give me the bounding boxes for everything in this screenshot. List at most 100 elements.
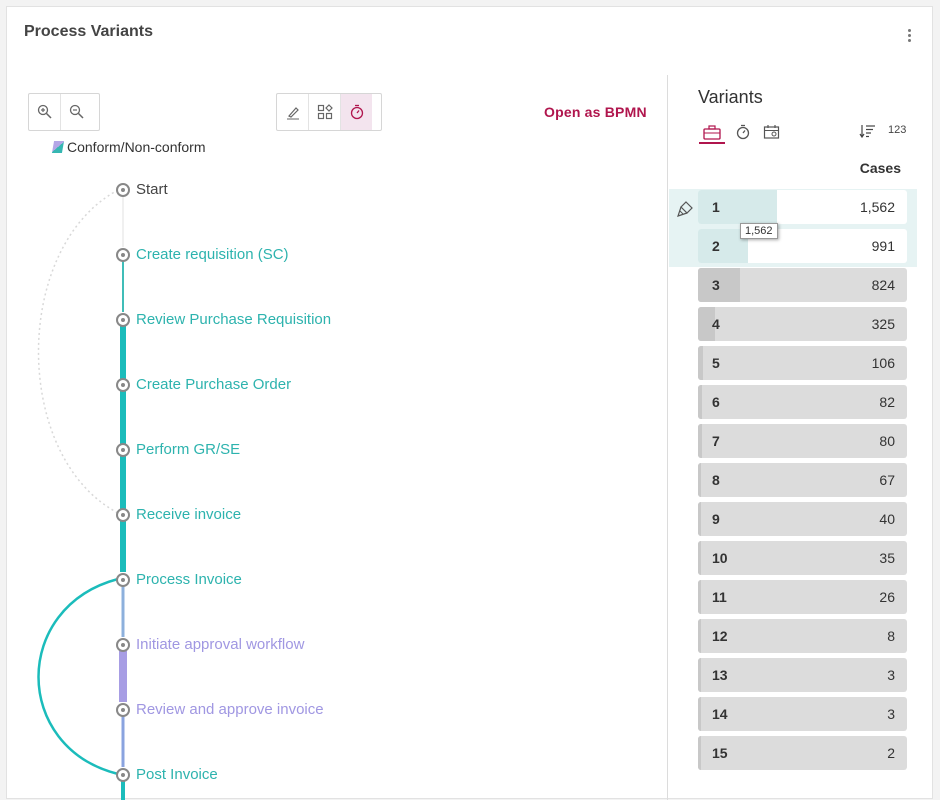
node-dot: [116, 377, 130, 392]
variant-rank: 4: [712, 316, 720, 332]
variant-case-bar: [698, 580, 701, 614]
bypass-connector: [37, 577, 119, 776]
variant-rank: 14: [712, 706, 728, 722]
variant-rank: 15: [712, 745, 728, 761]
zoom-toolgroup: [28, 93, 100, 131]
variant-case-count: 106: [871, 355, 895, 371]
variant-rank: 7: [712, 433, 720, 449]
node-dot: [116, 572, 130, 587]
variant-case-bar: [698, 385, 703, 419]
variant-case-bar: [698, 190, 778, 224]
variant-rank: 13: [712, 667, 728, 683]
panel-title: Process Variants: [24, 23, 153, 40]
node-label: Perform GR/SE: [136, 441, 241, 458]
node-label: Receive invoice: [136, 506, 242, 523]
open-as-bpmn-link[interactable]: Open as BPMN: [544, 104, 647, 120]
variant-row[interactable]: 1 1,562: [698, 190, 907, 224]
variant-row[interactable]: 10 35: [698, 541, 907, 575]
stopwatch-icon[interactable]: [730, 122, 756, 142]
variant-rank: 8: [712, 472, 720, 488]
node-review-purchase-requisition[interactable]: Review Purchase Requisition: [116, 311, 331, 328]
variant-case-bar: [698, 541, 701, 575]
node-dot: [116, 312, 130, 327]
node-perform-gr-se[interactable]: Perform GR/SE: [116, 441, 240, 458]
legend-label: Conform/Non-conform: [67, 139, 206, 155]
node-post-invoice[interactable]: Post Invoice: [116, 766, 218, 783]
variant-case-bar: [698, 736, 701, 770]
node-initiate-approval-workflow[interactable]: Initiate approval workflow: [116, 636, 304, 653]
node-label: Review Purchase Requisition: [136, 311, 332, 328]
node-dot: [116, 442, 130, 457]
node-dot: [116, 637, 130, 652]
calendar-icon[interactable]: [759, 122, 785, 142]
variant-rank: 12: [712, 628, 728, 644]
variant-case-count: 26: [879, 589, 895, 605]
node-dot: [116, 247, 130, 262]
variant-case-count: 8: [887, 628, 895, 644]
node-receive-invoice[interactable]: Receive invoice: [116, 506, 241, 523]
variant-row[interactable]: 12 8: [698, 619, 907, 653]
variant-case-bar: [698, 424, 703, 458]
edit-icon[interactable]: [277, 94, 308, 130]
variant-rank: 5: [712, 355, 720, 371]
variant-case-bar: [698, 463, 702, 497]
conform-legend-icon: [51, 141, 65, 153]
variant-row[interactable]: 4 325: [698, 307, 907, 341]
variant-rank: 1: [712, 199, 720, 215]
variant-case-count: 35: [879, 550, 895, 566]
numeric-toggle[interactable]: 123: [888, 124, 907, 136]
variants-title: Variants: [698, 87, 763, 107]
node-dot: [116, 702, 130, 717]
variant-case-count: 1,562: [859, 199, 895, 215]
variant-case-count: 67: [879, 472, 895, 488]
variant-case-count: 40: [879, 511, 895, 527]
variant-row[interactable]: 11 26: [698, 580, 907, 614]
process-variants-panel: Process Variants: [6, 6, 933, 800]
variant-case-count: 2: [887, 745, 895, 761]
brush-icon[interactable]: [677, 200, 695, 223]
variant-case-bar: [698, 697, 701, 731]
variant-rank: 3: [712, 277, 720, 293]
zoom-out-icon[interactable]: [60, 94, 92, 130]
legend: Conform/Non-conform: [51, 139, 206, 155]
variant-row[interactable]: 9 40: [698, 502, 907, 536]
node-create-requisition[interactable]: Create requisition (SC): [116, 246, 289, 263]
cases-column-header: Cases: [859, 160, 901, 176]
node-dot: [116, 182, 130, 197]
node-label: Initiate approval workflow: [136, 636, 305, 653]
variant-case-bar: [698, 502, 701, 536]
variant-row[interactable]: 8 67: [698, 463, 907, 497]
layout-icon[interactable]: [308, 94, 340, 130]
variant-case-bar: [698, 229, 749, 263]
variant-case-count: 991: [871, 238, 895, 254]
kebab-menu-icon[interactable]: [908, 29, 912, 42]
variant-rank: 9: [712, 511, 720, 527]
node-dot: [116, 767, 130, 782]
node-dot: [116, 507, 130, 522]
variant-case-bar: [698, 346, 704, 380]
variant-row[interactable]: 14 3: [698, 697, 907, 731]
variant-case-count: 3: [887, 706, 895, 722]
node-review-and-approve-invoice[interactable]: Review and approve invoice: [116, 701, 324, 718]
variant-rank: 10: [712, 550, 728, 566]
variant-rank: 11: [712, 589, 727, 605]
timer-icon[interactable]: [340, 94, 372, 130]
node-create-purchase-order[interactable]: Create Purchase Order: [116, 376, 291, 393]
sort-descending-icon[interactable]: [859, 123, 877, 144]
zoom-in-icon[interactable]: [29, 94, 60, 130]
node-label: Create Purchase Order: [136, 376, 292, 393]
node-start[interactable]: Start: [116, 181, 168, 198]
case-briefcase-icon[interactable]: [699, 122, 725, 144]
variant-case-bar: [698, 307, 715, 341]
variant-row[interactable]: 15 2: [698, 736, 907, 770]
variant-row[interactable]: 5 106: [698, 346, 907, 380]
variant-case-count: 325: [871, 316, 895, 332]
variant-rank: 6: [712, 394, 720, 410]
node-process-invoice[interactable]: Process Invoice: [116, 571, 242, 588]
view-toolgroup: [276, 93, 382, 131]
